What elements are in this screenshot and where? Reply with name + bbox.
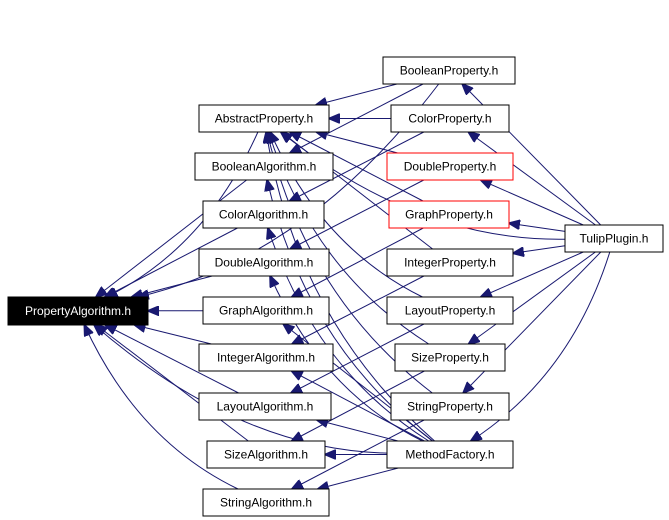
node-label: DoubleProperty.h bbox=[404, 160, 497, 174]
edge-tp-to-ip bbox=[513, 245, 566, 254]
edge-mf-to-stalg bbox=[318, 467, 399, 489]
node-mf[interactable]: MethodFactory.h bbox=[386, 440, 514, 469]
node-label: PropertyAlgorithm.h bbox=[25, 304, 131, 318]
edge-tp-to-cp bbox=[468, 132, 596, 226]
node-box bbox=[206, 440, 326, 469]
node-box bbox=[564, 224, 664, 253]
node-box bbox=[386, 296, 514, 325]
edge-lp-to-lalg bbox=[291, 323, 425, 393]
node-stp[interactable]: StringProperty.h bbox=[390, 392, 510, 421]
node-ap[interactable]: AbstractProperty.h bbox=[198, 104, 330, 133]
edge-balg-to-pa bbox=[96, 179, 247, 297]
edge-mf-to-lalg bbox=[317, 420, 399, 442]
edge-mf-to-ialg bbox=[292, 371, 425, 442]
node-box bbox=[194, 152, 334, 181]
node-label: GraphProperty.h bbox=[405, 208, 493, 222]
node-lalg[interactable]: LayoutAlgorithm.h bbox=[198, 392, 332, 421]
node-box bbox=[390, 392, 510, 421]
node-calg[interactable]: ColorAlgorithm.h bbox=[202, 200, 325, 229]
node-box bbox=[202, 200, 325, 229]
edges bbox=[84, 83, 611, 490]
edge-tp-to-bp bbox=[462, 84, 602, 226]
node-box bbox=[388, 200, 510, 229]
node-label: StringAlgorithm.h bbox=[220, 496, 312, 510]
node-balg[interactable]: BooleanAlgorithm.h bbox=[194, 152, 334, 181]
edge-tp-to-stp bbox=[463, 251, 602, 393]
node-label: BooleanProperty.h bbox=[400, 64, 499, 78]
edge-ip-to-ialg bbox=[292, 275, 425, 344]
node-box bbox=[202, 296, 330, 325]
node-label: LayoutProperty.h bbox=[405, 304, 496, 318]
edge-gp-to-galg bbox=[292, 227, 424, 297]
node-label: DoubleAlgorithm.h bbox=[215, 256, 314, 270]
node-box bbox=[198, 392, 332, 421]
edge-cp-to-calg bbox=[290, 131, 425, 201]
node-galg[interactable]: GraphAlgorithm.h bbox=[202, 296, 330, 325]
edge-tp-to-gp bbox=[509, 223, 566, 232]
edge-bp-to-ap bbox=[316, 83, 398, 105]
node-pa[interactable]: PropertyAlgorithm.h bbox=[7, 296, 149, 326]
edge-dp-to-dalg bbox=[290, 179, 425, 249]
edge-stalg-to-pa bbox=[84, 325, 239, 490]
node-salg[interactable]: SizeAlgorithm.h bbox=[206, 440, 326, 469]
node-ip[interactable]: IntegerProperty.h bbox=[386, 248, 514, 277]
node-label: ColorAlgorithm.h bbox=[219, 208, 308, 222]
node-label: SizeAlgorithm.h bbox=[224, 448, 308, 462]
edge-tp-to-sp bbox=[469, 251, 596, 344]
node-label: SizeProperty.h bbox=[411, 351, 489, 365]
edge-mf-to-galg bbox=[283, 324, 434, 442]
node-box bbox=[202, 488, 330, 517]
node-dp[interactable]: DoubleProperty.h bbox=[386, 152, 514, 181]
node-label: BooleanAlgorithm.h bbox=[212, 160, 317, 174]
node-lp[interactable]: LayoutProperty.h bbox=[386, 296, 514, 325]
node-gp[interactable]: GraphProperty.h bbox=[388, 200, 510, 229]
node-label: ColorProperty.h bbox=[408, 112, 491, 126]
node-box bbox=[386, 248, 514, 277]
node-label: IntegerProperty.h bbox=[404, 256, 496, 270]
edge-tp-to-mf bbox=[471, 251, 611, 441]
edge-dalg-to-pa bbox=[132, 275, 213, 297]
node-label: LayoutAlgorithm.h bbox=[217, 400, 314, 414]
node-box bbox=[198, 343, 334, 372]
node-label: AbstractProperty.h bbox=[215, 112, 313, 126]
node-box bbox=[198, 248, 330, 277]
edge-lalg-to-pa bbox=[105, 325, 239, 394]
node-box bbox=[386, 440, 514, 469]
node-box bbox=[386, 152, 514, 181]
node-box bbox=[382, 56, 516, 85]
node-dalg[interactable]: DoubleAlgorithm.h bbox=[198, 248, 330, 277]
node-label: StringProperty.h bbox=[407, 400, 493, 414]
node-sp[interactable]: SizeProperty.h bbox=[394, 343, 506, 372]
edge-bp-to-balg bbox=[290, 83, 424, 153]
node-label: GraphAlgorithm.h bbox=[219, 304, 313, 318]
edge-tp-to-dp bbox=[481, 180, 584, 226]
node-cp[interactable]: ColorProperty.h bbox=[390, 104, 510, 133]
node-box bbox=[390, 104, 510, 133]
edge-tp-to-lp bbox=[481, 251, 584, 297]
node-box bbox=[7, 296, 149, 326]
edge-ialg-to-pa bbox=[135, 325, 212, 345]
node-box bbox=[394, 343, 506, 372]
node-label: MethodFactory.h bbox=[405, 448, 494, 462]
node-ialg[interactable]: IntegerAlgorithm.h bbox=[198, 343, 334, 372]
node-stalg[interactable]: StringAlgorithm.h bbox=[202, 488, 330, 517]
nodes: PropertyAlgorithm.hAbstractProperty.hBoo… bbox=[7, 56, 664, 517]
edge-dp-to-ap bbox=[316, 132, 398, 154]
node-label: IntegerAlgorithm.h bbox=[217, 351, 315, 365]
edge-calg-to-pa bbox=[105, 227, 238, 297]
node-tp[interactable]: TulipPlugin.h bbox=[564, 224, 664, 253]
node-bp[interactable]: BooleanProperty.h bbox=[382, 56, 516, 85]
node-box bbox=[198, 104, 330, 133]
node-label: TulipPlugin.h bbox=[580, 232, 649, 246]
